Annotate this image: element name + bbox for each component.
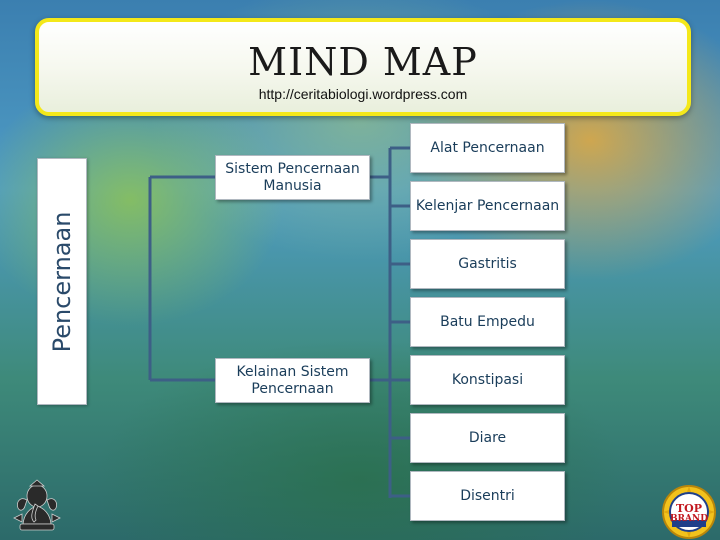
root-label: Pencernaan <box>48 211 76 352</box>
leaf-label: Batu Empedu <box>440 313 535 330</box>
page-title: MIND MAP <box>248 40 478 84</box>
leaf-node-diare: Diare <box>410 413 565 463</box>
leaf-node-gastritis: Gastritis <box>410 239 565 289</box>
leaf-label: Kelenjar Pencernaan <box>415 197 560 214</box>
badge-top-text: TOP <box>675 502 703 515</box>
top-brand-text: TOP BRAND <box>667 503 711 525</box>
mindmap-root-node: Pencernaan <box>37 158 87 405</box>
leaf-label: Alat Pencernaan <box>430 139 545 156</box>
leaf-node-konstipasi: Konstipasi <box>410 355 565 405</box>
leaf-node-batu-empedu: Batu Empedu <box>410 297 565 347</box>
ganesha-logo-icon <box>13 479 61 531</box>
badge-brand-text: BRAND <box>669 514 709 524</box>
branch-node-sistem-pencernaan: Sistem Pencernaan Manusia <box>215 155 370 200</box>
leaf-label: Disentri <box>460 487 515 504</box>
page-subtitle: http://ceritabiologi.wordpress.com <box>258 86 468 102</box>
leaf-node-kelenjar-pencernaan: Kelenjar Pencernaan <box>410 181 565 231</box>
branch-node-kelainan: Kelainan Sistem Pencernaan <box>215 358 370 403</box>
branch-label: Kelainan Sistem Pencernaan <box>236 363 349 397</box>
leaf-node-disentri: Disentri <box>410 471 565 521</box>
leaf-label: Diare <box>468 429 507 446</box>
title-banner: MIND MAP http://ceritabiologi.wordpress.… <box>35 18 691 116</box>
leaf-label: Gastritis <box>458 255 517 272</box>
branch-label: Sistem Pencernaan Manusia <box>225 160 360 194</box>
top-brand-badge-icon <box>662 485 716 539</box>
leaf-label: Konstipasi <box>451 371 524 388</box>
connector-branch1-children <box>370 175 392 380</box>
leaf-node-alat-pencernaan: Alat Pencernaan <box>410 123 565 173</box>
